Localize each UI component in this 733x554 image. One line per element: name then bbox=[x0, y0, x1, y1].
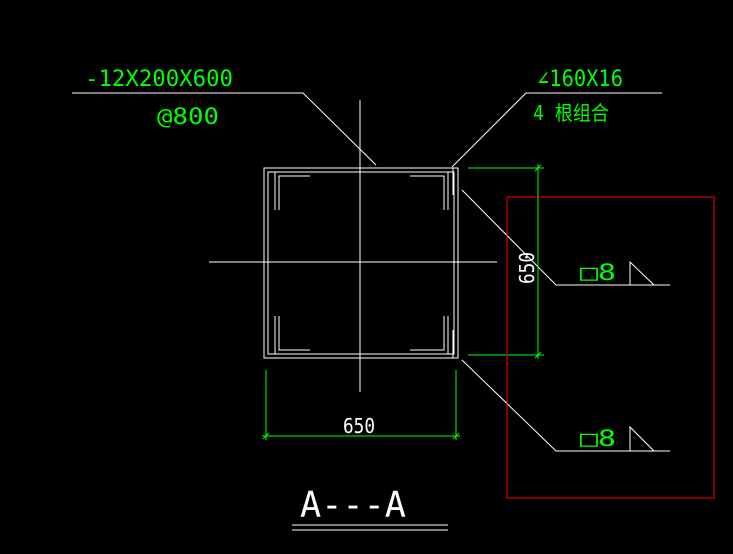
dim-bottom-tick-left bbox=[262, 432, 270, 440]
dim-right-tick-bottom bbox=[534, 351, 542, 359]
dim-right-tick-top bbox=[534, 164, 542, 172]
leaders bbox=[72, 92, 670, 452]
angle-top-left-inner bbox=[278, 175, 310, 210]
fillet-weld-top-icon bbox=[629, 260, 655, 286]
plate-spacing-label: @800 bbox=[157, 105, 219, 130]
angle-bottom-right bbox=[410, 316, 449, 355]
angle-bottom-left bbox=[274, 316, 310, 355]
dim-right-label: 650 bbox=[515, 252, 539, 284]
section-title-underline bbox=[292, 524, 448, 531]
angle-bottom-left-inner bbox=[278, 316, 310, 351]
angle-top-right-inner bbox=[410, 175, 445, 210]
weld-bottom-label: □8 bbox=[580, 427, 616, 452]
angle-top-right bbox=[410, 171, 449, 210]
dim-bottom-tick-right bbox=[452, 432, 460, 440]
batten-plates bbox=[263, 167, 459, 359]
angle-steels bbox=[274, 168, 454, 358]
weld-top-label: □8 bbox=[580, 261, 616, 286]
section-title: A---A bbox=[300, 485, 406, 526]
angle-bottom-right-inner bbox=[410, 316, 445, 351]
angle-spec-label: ∠160X16 bbox=[537, 67, 623, 92]
leader-angle bbox=[451, 92, 662, 168]
plate-spec-label: -12X200X600 bbox=[85, 67, 233, 92]
dimensions bbox=[262, 164, 544, 440]
leader-plate bbox=[72, 92, 377, 166]
angle-count-label: 4 根组合 bbox=[533, 101, 609, 125]
detail-frame bbox=[506, 196, 715, 499]
angle-top-left bbox=[274, 171, 310, 210]
fillet-weld-bottom-icon bbox=[629, 425, 655, 452]
leader-weld-bottom bbox=[461, 359, 670, 452]
plate-inner bbox=[267, 171, 455, 355]
dim-bottom-label: 650 bbox=[343, 414, 375, 438]
leader-weld-top bbox=[461, 189, 670, 286]
plate-outer bbox=[263, 167, 459, 359]
weld-symbols bbox=[629, 260, 655, 452]
